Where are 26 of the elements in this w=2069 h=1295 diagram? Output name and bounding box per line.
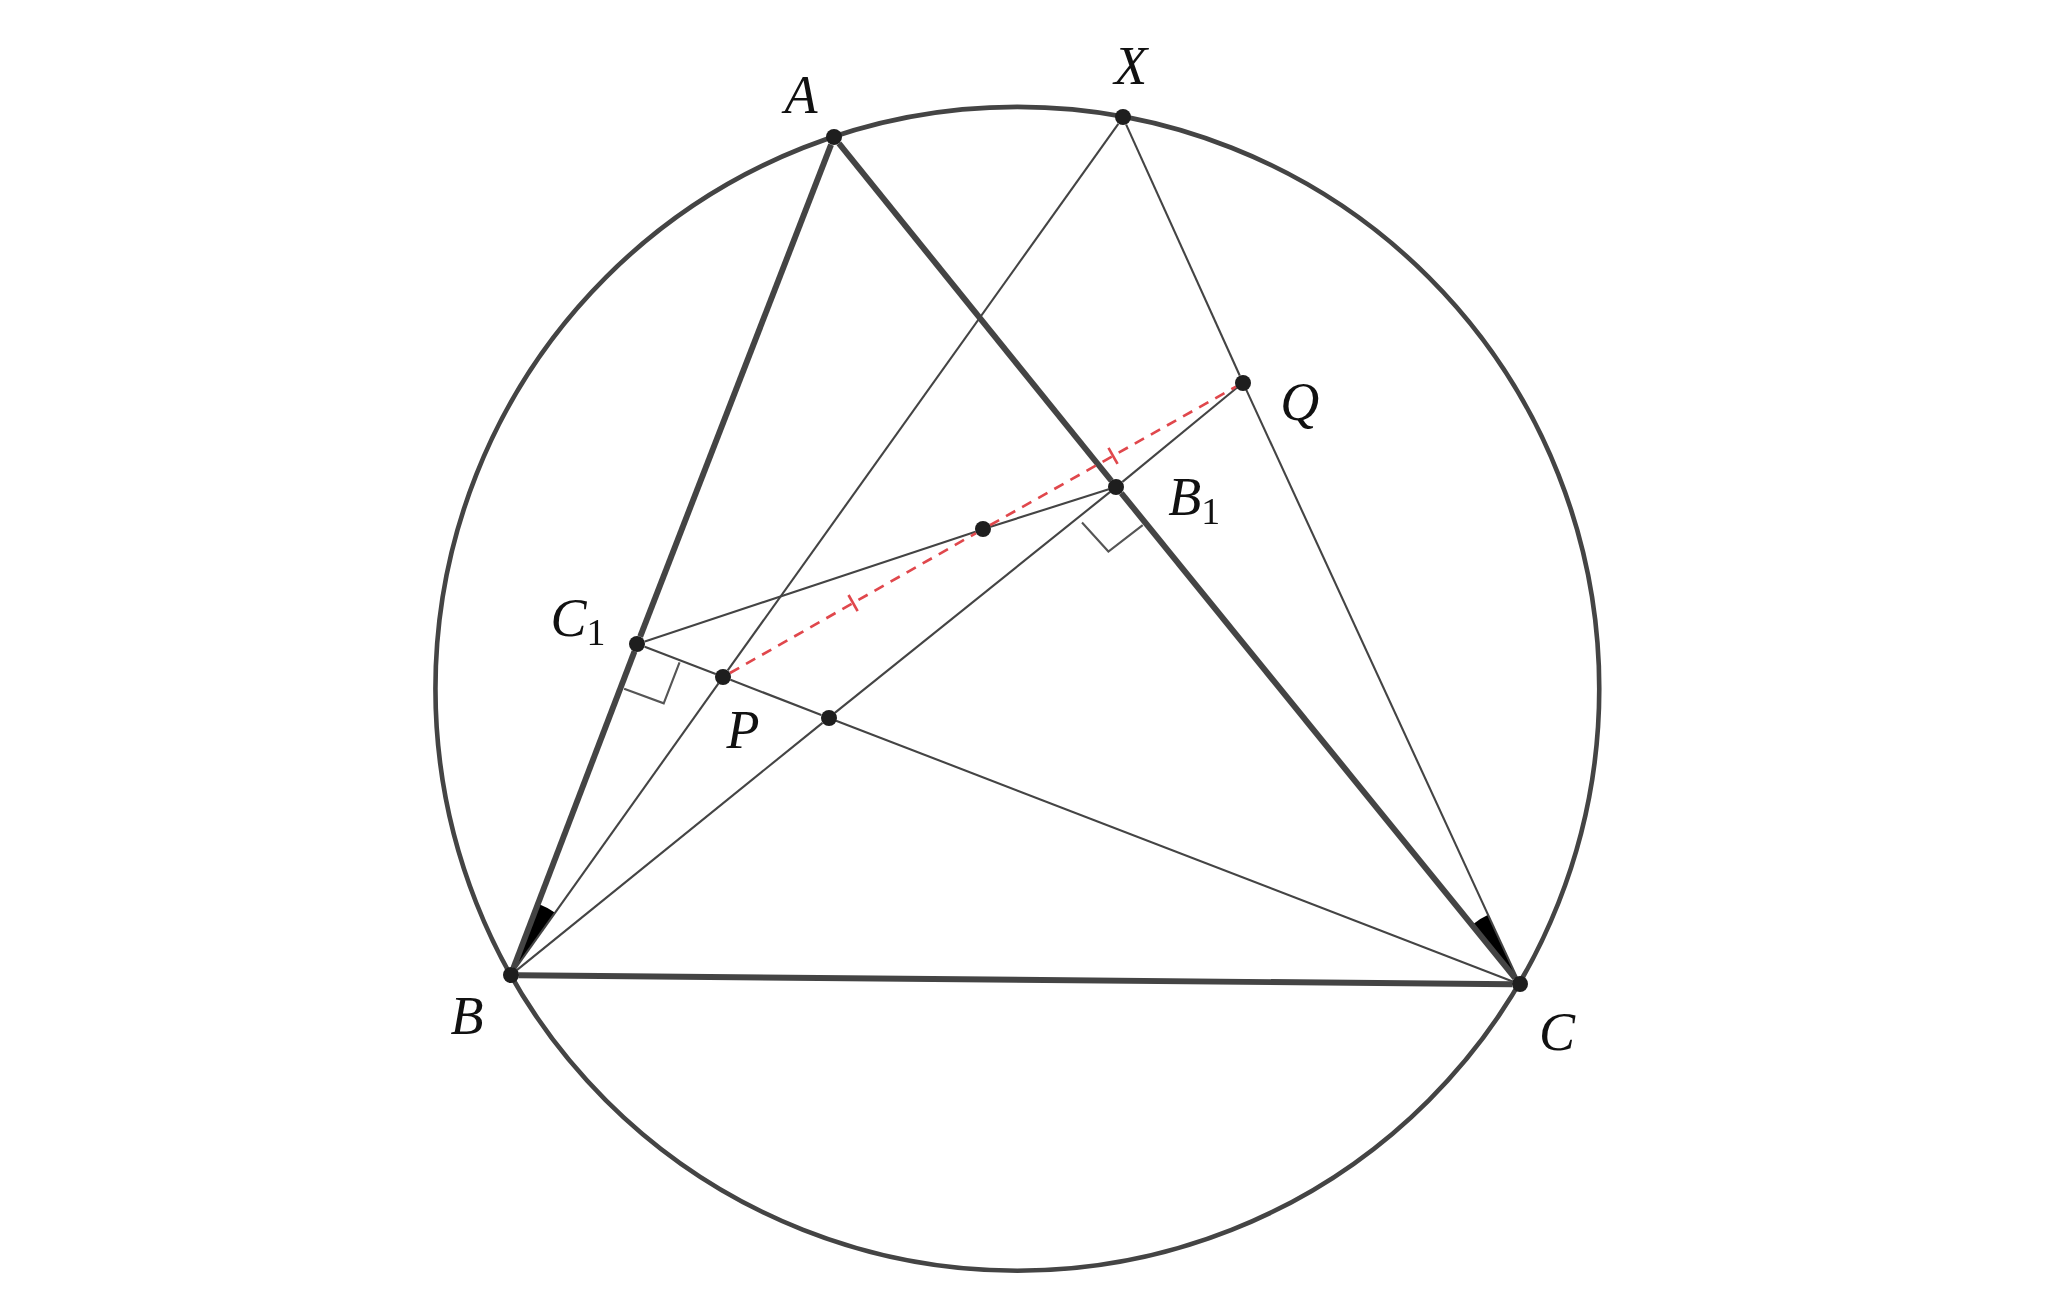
dashed-segment bbox=[989, 385, 1237, 527]
line-segment bbox=[637, 143, 834, 638]
point-label: X bbox=[1114, 38, 1148, 93]
point-label: P bbox=[726, 702, 760, 757]
line-segment bbox=[644, 530, 976, 643]
line-segment bbox=[518, 972, 1513, 988]
line-segment bbox=[514, 682, 720, 970]
point-label: Q bbox=[1280, 375, 1320, 430]
line-segment bbox=[1245, 389, 1518, 978]
line-segment bbox=[1125, 124, 1241, 376]
point-label: C$_{1}$ bbox=[550, 590, 606, 645]
line-segment bbox=[1121, 386, 1238, 483]
line-segment bbox=[1119, 491, 1518, 981]
line-segment bbox=[644, 645, 717, 676]
point-label: B$_{1}$ bbox=[1168, 470, 1221, 525]
line-segment bbox=[990, 488, 1110, 528]
point-label: B bbox=[450, 989, 484, 1043]
line-segment bbox=[834, 491, 1111, 714]
line-segment bbox=[730, 678, 822, 716]
line-segment bbox=[835, 719, 1514, 983]
line-segment bbox=[836, 141, 1114, 483]
line-segment bbox=[726, 123, 1120, 672]
line-segment bbox=[516, 722, 824, 971]
dashed-segment bbox=[729, 531, 977, 675]
point-label: C bbox=[1539, 1004, 1576, 1059]
line-segment bbox=[510, 650, 638, 969]
